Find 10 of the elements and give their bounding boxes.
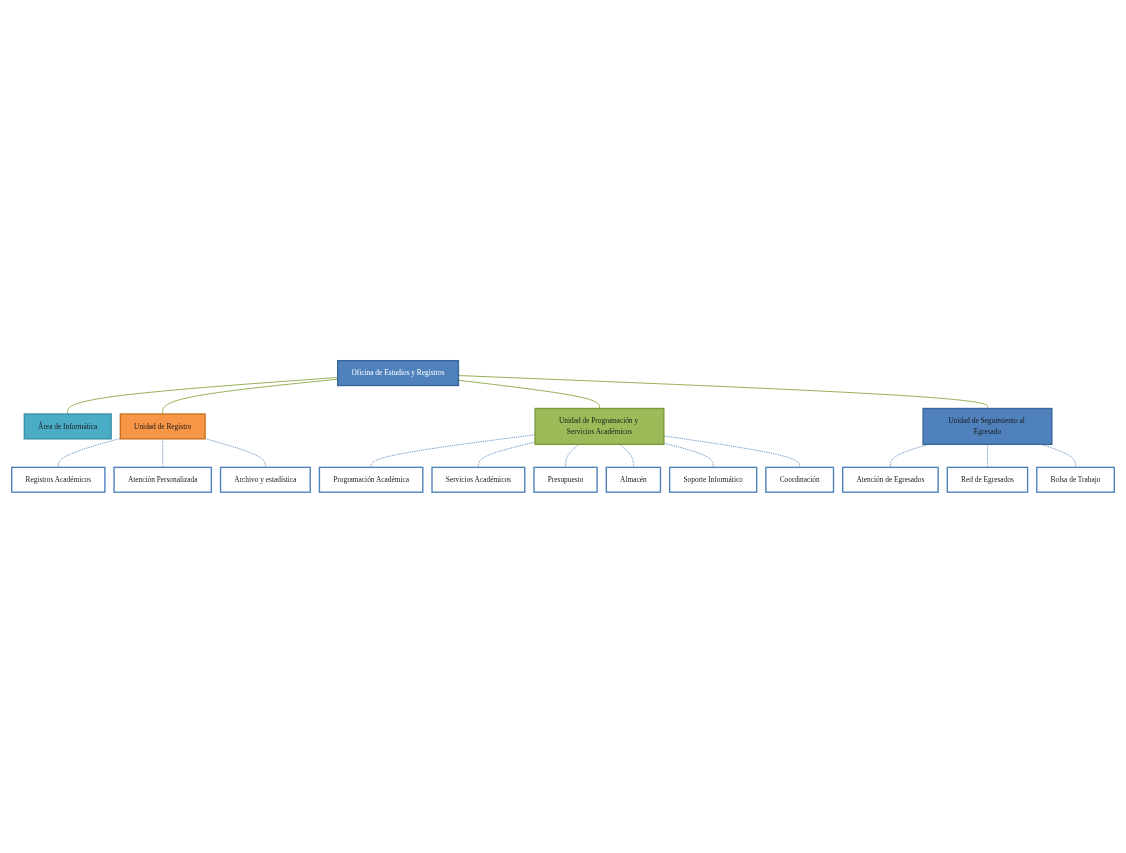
connector <box>370 434 536 468</box>
connector <box>663 435 801 468</box>
connector <box>663 442 714 468</box>
connector <box>987 443 988 468</box>
connector <box>204 438 266 468</box>
connector <box>57 438 121 468</box>
connector <box>565 443 580 468</box>
connector <box>162 438 164 468</box>
connector <box>619 443 634 468</box>
connector <box>477 441 536 468</box>
